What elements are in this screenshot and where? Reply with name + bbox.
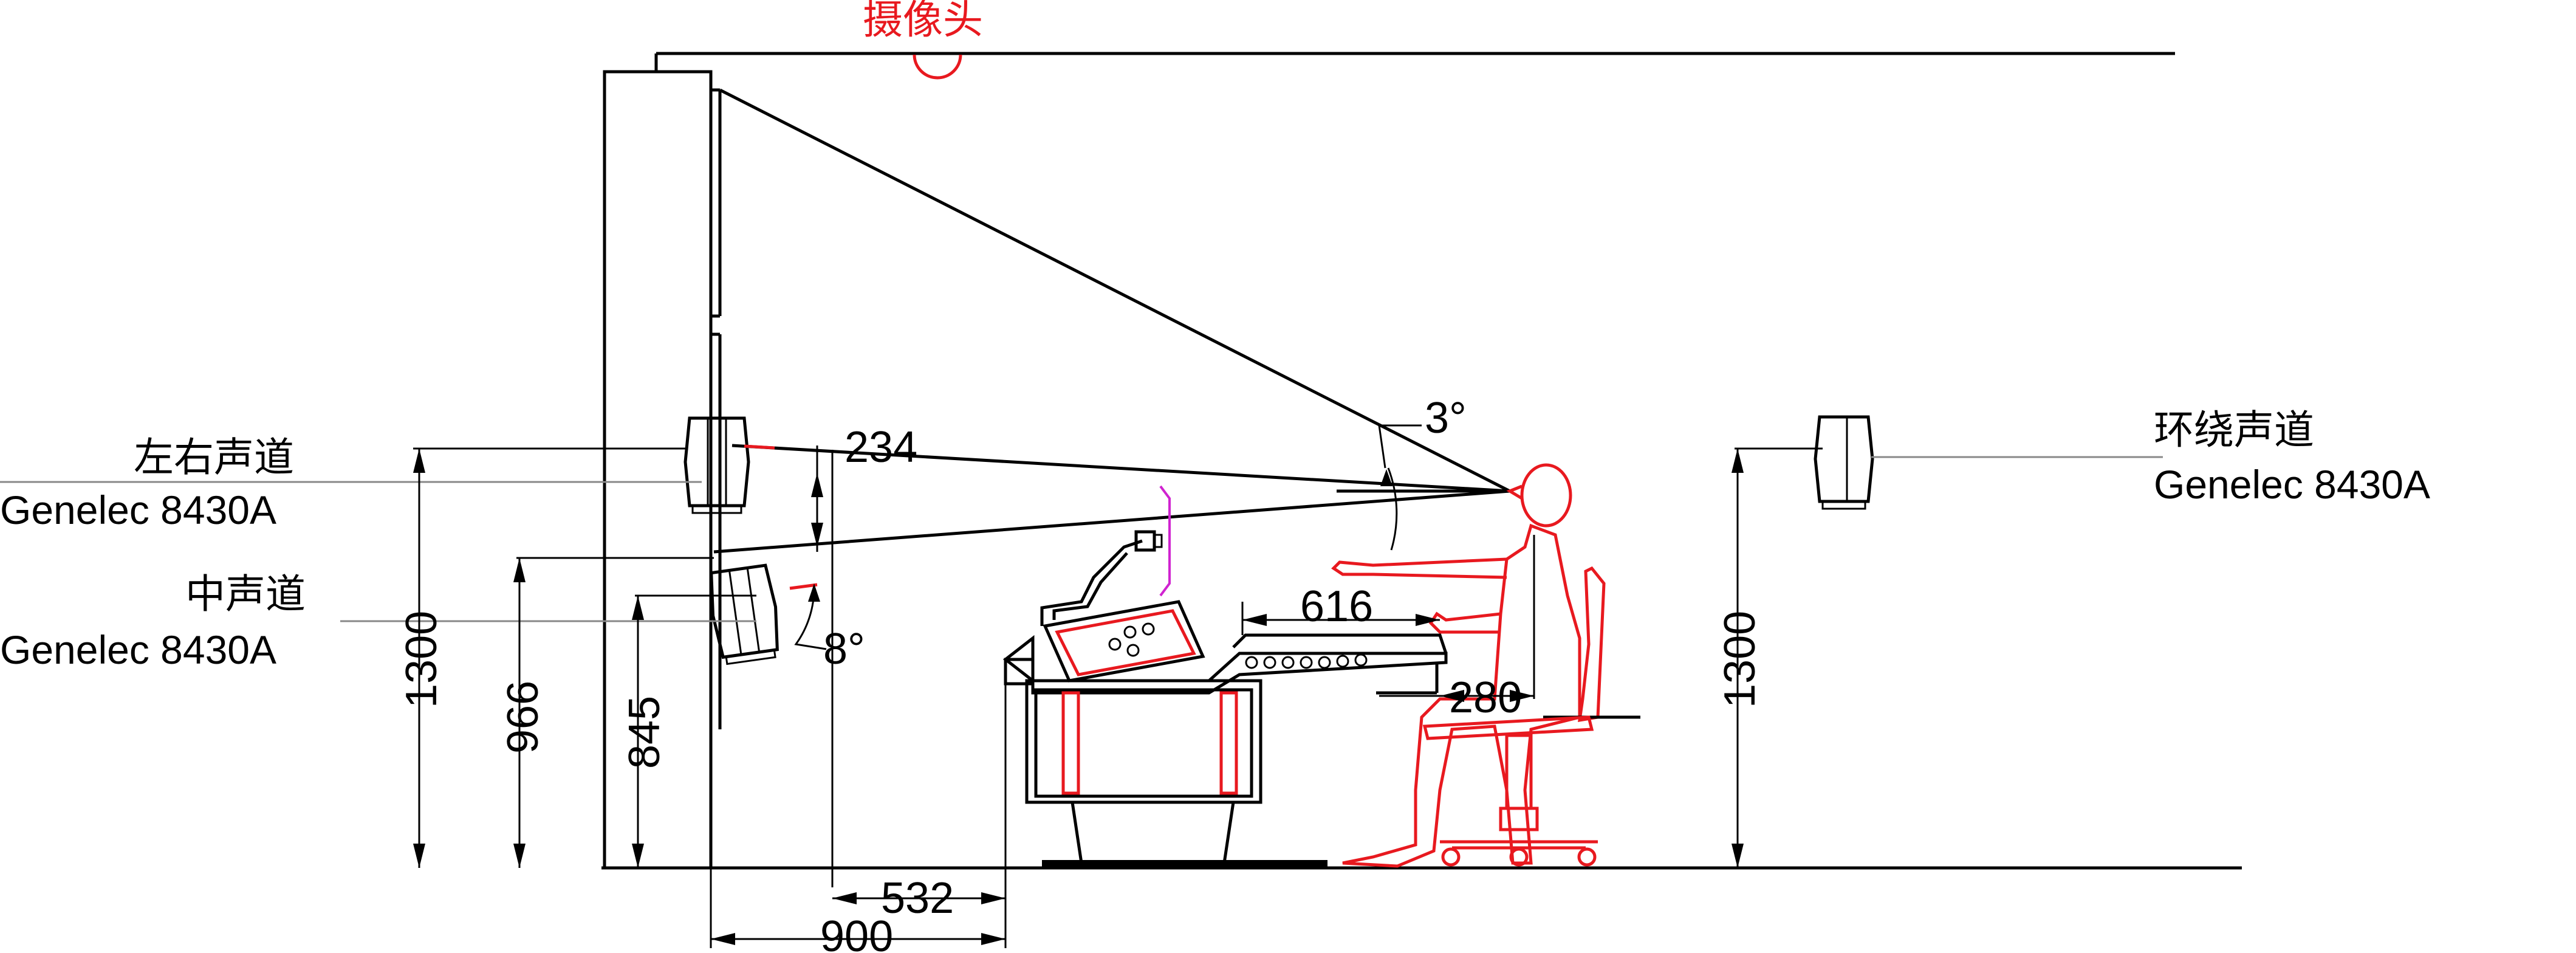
dim-234	[811, 446, 834, 887]
lr-speaker-icon	[683, 416, 775, 514]
dim-900-label: 900	[820, 912, 893, 953]
angle-3-label: 3°	[1425, 394, 1467, 442]
center-speaker-icon	[710, 563, 779, 666]
camera-label: 摄像头	[863, 0, 983, 42]
console-knobs	[1108, 622, 1368, 669]
dim-532-900	[710, 659, 1007, 948]
center-speaker-model: Genelec 8430A	[0, 627, 276, 672]
lr-speaker-name: 左右声道	[134, 435, 294, 480]
lr-speaker-model: Genelec 8430A	[0, 487, 276, 532]
surround-speaker-name: 环绕声道	[2154, 407, 2314, 452]
dim-1300-right	[1732, 447, 1823, 868]
dim-532-label: 532	[881, 874, 954, 923]
dim-966	[513, 557, 714, 868]
dim-1300-left	[413, 447, 687, 868]
dim-845	[632, 594, 756, 868]
sight-lines	[713, 88, 1511, 554]
mixing-console	[1002, 485, 1448, 868]
dim-280	[1379, 535, 1535, 702]
dim-845-label: 845	[620, 696, 669, 769]
surround-speaker-model: Genelec 8430A	[2154, 462, 2430, 507]
leader-lines	[0, 456, 2163, 622]
dim-234-label: 234	[844, 423, 917, 472]
center-speaker-name: 中声道	[185, 571, 306, 616]
dim-1300-right-label: 1300	[1716, 611, 1764, 708]
dim-966-label: 966	[499, 681, 547, 754]
dim-616	[1241, 602, 1440, 635]
floor-and-ceiling	[601, 52, 2242, 870]
angle-3	[1378, 424, 1422, 551]
dim-280-label: 280	[1449, 673, 1522, 722]
camera-icon	[913, 54, 962, 80]
screen-wall	[603, 70, 722, 870]
dim-616-label: 616	[1300, 582, 1373, 631]
chair	[1422, 566, 1640, 867]
surround-speaker-icon	[1814, 415, 1874, 510]
dim-1300-left-label: 1300	[397, 611, 446, 708]
angle-8	[794, 583, 827, 650]
angle-8-label: 8°	[823, 625, 865, 673]
